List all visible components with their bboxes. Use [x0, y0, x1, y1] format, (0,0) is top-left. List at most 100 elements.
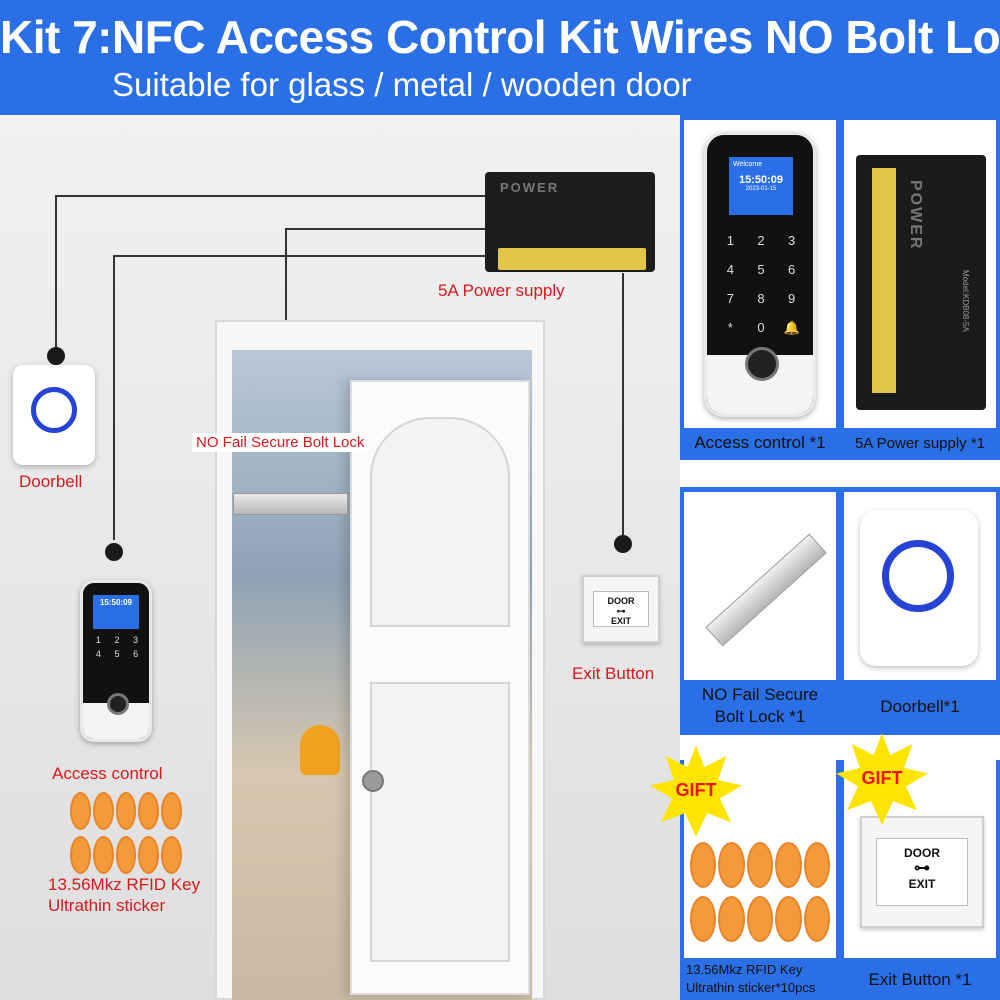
doorbell-device-large: [860, 510, 978, 666]
page-title: Kit 7:NFC Access Control Kit Wires NO Bo…: [0, 11, 1000, 63]
white-door: [350, 380, 530, 995]
product-label-bolt-lock-line1: NO Fail Secure: [701, 685, 819, 704]
page-subtitle: Suitable for glass / metal / wooden door: [112, 66, 692, 103]
key-2: 2: [114, 635, 120, 645]
wire-bolt-top: [285, 228, 485, 230]
wire-doorbell-down: [55, 195, 57, 355]
rfid-sticker: [775, 896, 802, 942]
gift-text-rfid: GIFT: [675, 780, 717, 800]
key-5: 5: [757, 262, 765, 277]
access-control-keypad: 15:50:09 1 2 3 4 5 6: [80, 580, 152, 742]
product-cell-doorbell: Doorbell*1: [840, 487, 1000, 735]
rfid-sticker: [138, 836, 160, 874]
installation-scene: NO Fail Secure Bolt Lock POWER 5A Power …: [0, 115, 680, 1000]
bell-icon: 🔔: [783, 320, 800, 335]
power-supply-brand: POWER: [500, 180, 560, 195]
rfid-sticker: [92, 836, 114, 874]
key-8: 8: [757, 291, 765, 306]
doorbell-connector-dot: [47, 347, 65, 365]
product-label-access-control: Access control *1: [694, 433, 826, 452]
rfid-sticker: [690, 896, 717, 942]
rfid-sticker: [115, 792, 137, 830]
rfid-sticker: [718, 842, 745, 888]
key-9: 9: [788, 291, 796, 306]
rfid-sticker: [775, 842, 802, 888]
key-3: 3: [788, 233, 796, 248]
product-cell-power-supply: POWER Model:KDB08-5A 5A Power supply *1: [840, 115, 1000, 460]
key-3: 3: [133, 635, 139, 645]
rfid-sticker: [115, 836, 137, 874]
access-control-label: Access control: [52, 764, 163, 783]
rfid-sticker: [718, 896, 745, 942]
rfid-sticker: [92, 792, 114, 830]
exit-connector-dot: [614, 535, 632, 553]
rfid-label-line2: Ultrathin sticker: [48, 896, 166, 915]
keypad-large-screen: Welcome 15:50:09 2023-01-15: [729, 157, 793, 215]
product-image-bolt-lock: [684, 492, 836, 680]
keypad-welcome-text: Welcome: [733, 161, 763, 168]
exit-button-label: Exit Button: [572, 664, 655, 683]
fingerprint-sensor-icon: [745, 347, 779, 381]
rfid-sticker: [138, 792, 160, 830]
rfid-sticker: [70, 836, 91, 874]
product-label-bolt-lock-line2: Bolt Lock *1: [714, 707, 806, 726]
product-label-power-supply: 5A Power supply *1: [854, 435, 986, 452]
rfid-sticker: [161, 836, 182, 874]
key-0: 0: [757, 320, 765, 335]
power-supply-brand-large: POWER: [907, 180, 924, 251]
product-image-doorbell: [844, 492, 996, 680]
rfid-sticker: [803, 896, 830, 942]
exit-button-text-exit: EXIT: [908, 876, 936, 891]
rfid-sticker: [746, 896, 774, 942]
rfid-label-line1: 13.56Mkz RFID Key: [48, 875, 201, 894]
product-image-access-control: Welcome 15:50:09 2023-01-15 1 2 3 4 5 6 …: [684, 120, 836, 428]
key-4: 4: [726, 262, 734, 277]
product-cell-access-control: Welcome 15:50:09 2023-01-15 1 2 3 4 5 6 …: [680, 115, 840, 460]
product-label-rfid-line1: 13.56Mkz RFID Key: [686, 962, 803, 977]
keypad-time: 15:50:09: [99, 598, 133, 607]
header-banner: Kit 7:NFC Access Control Kit Wires NO Bo…: [0, 0, 1000, 115]
wire-bolt-down: [285, 228, 287, 368]
key-6: 6: [133, 649, 139, 659]
rfid-sticker: [746, 842, 774, 888]
power-supply-label: 5A Power supply: [438, 281, 565, 300]
product-cell-bolt-lock: NO Fail Secure Bolt Lock *1: [680, 487, 840, 735]
door-lower-panel: [370, 682, 510, 962]
bolt-lock-device-large: [705, 533, 827, 647]
product-label-doorbell: Doorbell*1: [880, 697, 960, 716]
rfid-stickers-large: [690, 842, 830, 942]
doorbell-label: Doorbell: [19, 472, 83, 491]
doorbell-device: [13, 365, 95, 465]
keypad-keys: 1 2 3 4 5 6: [89, 635, 145, 659]
exit-button-face: DOOR ⊶ EXIT: [593, 591, 649, 627]
orange-chair: [300, 725, 340, 775]
product-label-rfid-line2: Ultrathin sticker*10pcs: [686, 980, 816, 995]
keypad-screen: 15:50:09: [93, 595, 139, 629]
power-supply-terminal: [498, 248, 646, 270]
wire-exit-down: [622, 273, 624, 535]
product-label-exit-button: Exit Button *1: [868, 970, 972, 989]
rfid-sticker: [70, 792, 91, 830]
key-icon: ⊶: [914, 860, 930, 878]
exit-button-device-large: DOOR ⊶ EXIT: [860, 816, 984, 928]
key-4: 4: [95, 649, 101, 659]
exit-button-face-large: DOOR ⊶ EXIT: [876, 838, 968, 906]
wire-keypad-top: [113, 255, 485, 257]
keypad-connector-dot: [105, 543, 123, 561]
key-1: 1: [95, 635, 101, 645]
power-supply-terminal-large: [872, 168, 896, 393]
wire-keypad-down: [113, 255, 115, 540]
bolt-lock-device: [233, 493, 348, 515]
rfid-sticker: [803, 842, 830, 888]
access-control-keypad-large: Welcome 15:50:09 2023-01-15 1 2 3 4 5 6 …: [704, 132, 816, 417]
key-5: 5: [114, 649, 120, 659]
exit-button-text-door: DOOR: [607, 596, 635, 606]
doorbell-ring: [31, 387, 77, 433]
key-6: 6: [788, 262, 796, 277]
rfid-sticker: [690, 842, 717, 888]
keypad-large-date: 2023-01-15: [745, 186, 777, 192]
keypad-large-keys: 1 2 3 4 5 6 7 8 9 * 0 🔔: [715, 233, 807, 336]
exit-button-text-door: DOOR: [904, 846, 940, 860]
key-1: 1: [726, 233, 734, 248]
door-knob: [362, 770, 384, 792]
